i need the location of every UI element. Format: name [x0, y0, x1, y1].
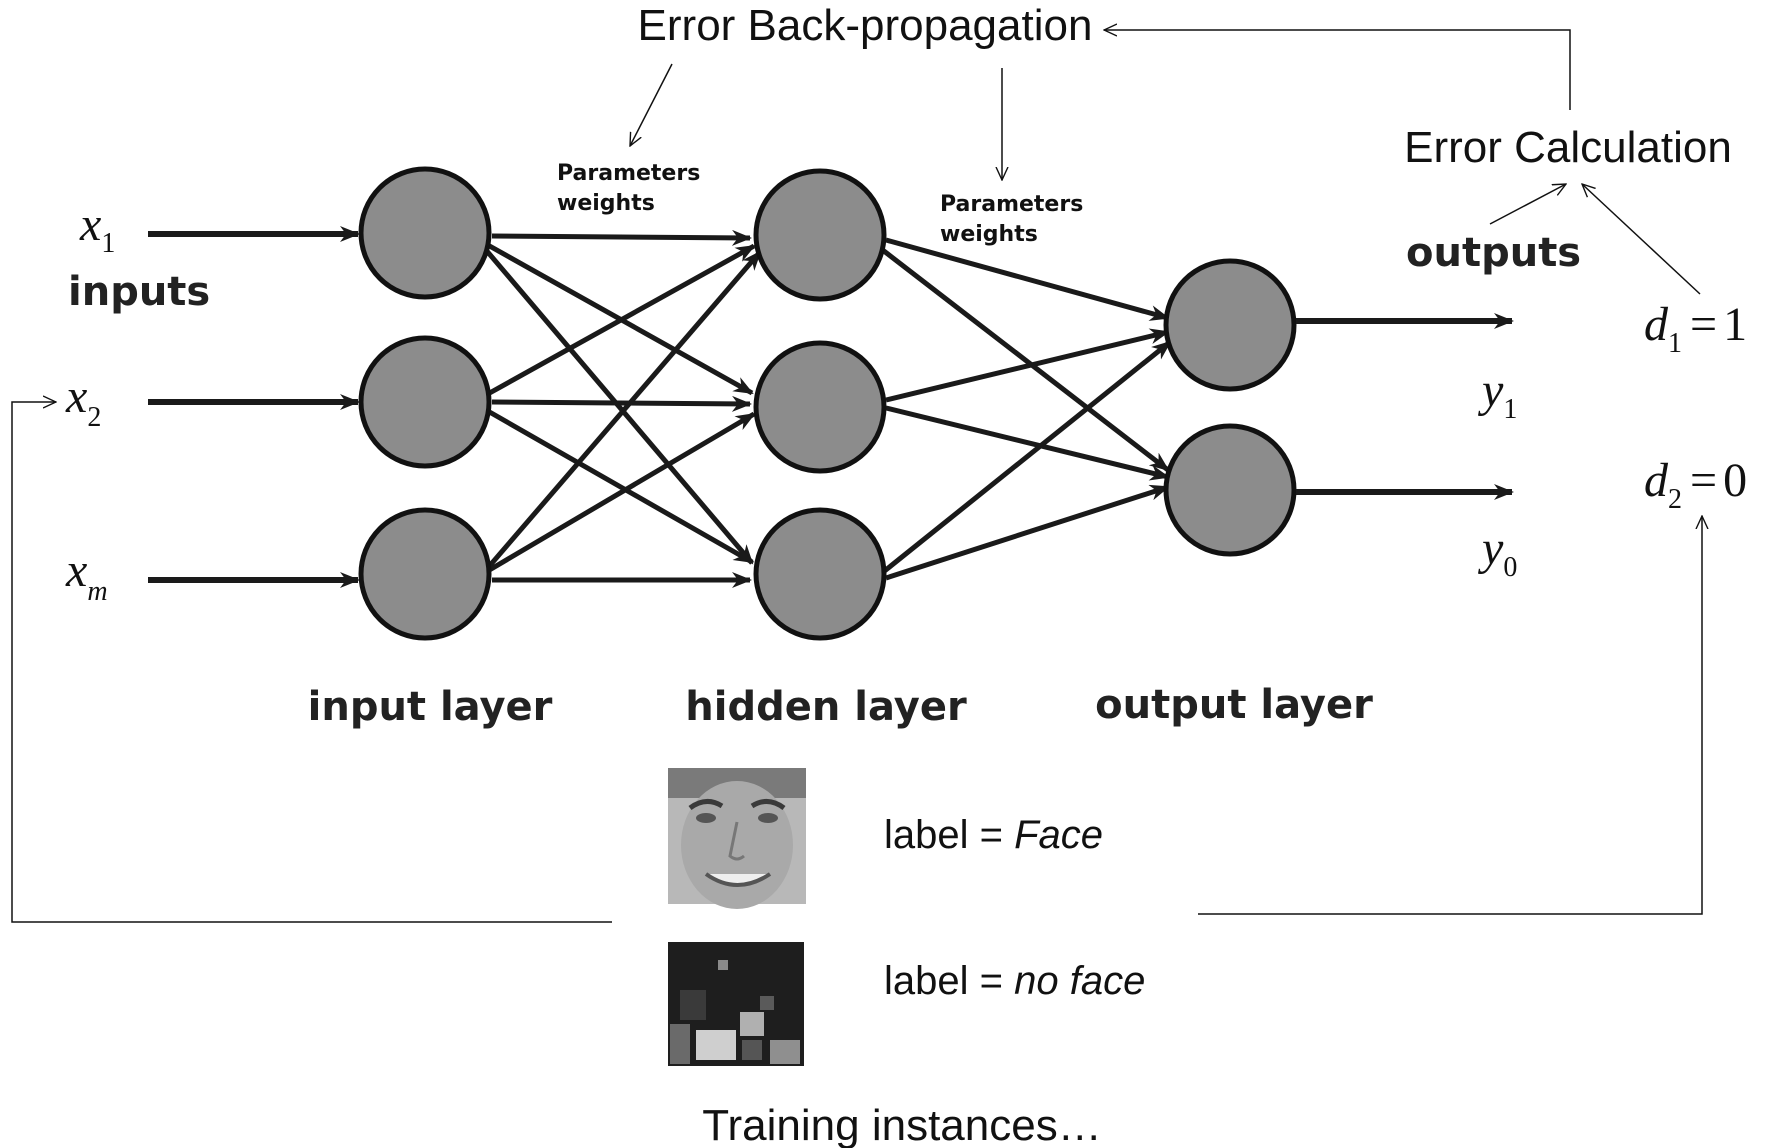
connection-i2-h2: [491, 395, 752, 412]
nodes: [358, 166, 1297, 641]
training-to-input-arrow: [11, 402, 612, 923]
parameters-label-1-line1: Parameters: [557, 161, 700, 186]
output-y0-sub: 0: [1503, 552, 1517, 583]
error-calculation-label: Error Calculation: [1404, 123, 1732, 172]
connection-h2-o2: [885, 405, 1170, 481]
no-face-image: [668, 942, 804, 1066]
training-label-noface-prefix: label =: [884, 959, 1014, 1003]
parameters-label-2-line1: Parameters: [940, 192, 1083, 217]
input-layer-label: input layer: [308, 684, 553, 730]
desired-d1-eq: =: [1690, 298, 1717, 351]
input-x2-base: x: [65, 370, 87, 423]
connection-i1-h1: [491, 229, 752, 246]
input-xm-base: x: [65, 544, 87, 597]
output-y1-sub: 1: [1503, 394, 1517, 425]
output-y1: y1: [1477, 364, 1517, 425]
input-x2-sub: 2: [87, 402, 101, 433]
input-x1-sub: 1: [101, 228, 115, 259]
output-node-1: [1163, 258, 1297, 392]
desired-to-error-arrow: [1582, 184, 1701, 295]
face-image: [668, 768, 806, 909]
connection-i3-h1: [484, 250, 762, 572]
parameters-label-2: Parameters weights: [940, 192, 1091, 247]
connection-h1-o1: [885, 237, 1170, 321]
parameters-label-1-line2: weights: [557, 191, 655, 216]
output-layer-label: output layer: [1095, 682, 1373, 728]
parameters-label-1: Parameters weights: [557, 161, 708, 216]
training-to-desired-arrow: [1198, 516, 1702, 915]
training-label-face: label = Face: [884, 813, 1103, 857]
desired-d2-val: 0: [1723, 454, 1747, 507]
input-node-2: [358, 335, 492, 469]
connection-i2-h3: [484, 407, 754, 565]
desired-d1-base: d: [1644, 298, 1669, 351]
output-y1-base: y: [1477, 364, 1504, 417]
desired-d1-sub: 1: [1668, 328, 1682, 359]
input-x2: x2: [65, 370, 101, 433]
desired-d2-sub: 2: [1668, 484, 1682, 515]
connection-i1-h3: [484, 248, 754, 565]
desired-d1: d1=1: [1644, 298, 1747, 359]
output-y0: y0: [1477, 522, 1517, 583]
input-xm-sub: m: [87, 576, 107, 607]
training-caption: Training instances…: [702, 1101, 1101, 1148]
feedback-arrow: [1104, 30, 1571, 110]
connections: [484, 229, 1172, 588]
output-node-2: [1163, 423, 1297, 557]
hidden-node-3: [753, 507, 887, 641]
training-label-face-value: Face: [1014, 813, 1103, 857]
hidden-node-2: [753, 340, 887, 474]
connection-i3-h2: [484, 411, 756, 575]
parameters-label-2-line2: weights: [940, 222, 1038, 247]
training-label-face-prefix: label =: [884, 813, 1014, 857]
connection-h1-o2: [878, 246, 1170, 472]
training-label-noface: label = no face: [884, 959, 1145, 1003]
hidden-node-1: [753, 168, 887, 302]
outputs-to-error-arrow: [1489, 184, 1566, 225]
connection-h3-o1: [880, 340, 1172, 575]
desired-d2: d2 =0: [1644, 454, 1747, 515]
connection-h2-o1: [885, 328, 1170, 403]
training-label-noface-value: no face: [1014, 959, 1145, 1003]
backprop-arrow-1: [630, 63, 673, 146]
desired-d2-base: d: [1644, 454, 1669, 507]
diagram-title: Error Back-propagation: [638, 1, 1093, 50]
desired-d1-val: 1: [1723, 298, 1747, 351]
connection-h3-o2: [885, 484, 1170, 581]
input-xm: xm: [65, 544, 108, 607]
input-x1: x1: [79, 198, 115, 259]
desired-d2-eq: =: [1690, 454, 1717, 507]
inputs-label: inputs: [68, 269, 210, 315]
connection-i2-h1: [484, 243, 756, 398]
output-y0-base: y: [1477, 522, 1504, 575]
outputs-label: outputs: [1406, 230, 1581, 276]
input-node-3: [358, 507, 492, 641]
input-x1-base: x: [79, 198, 101, 251]
hidden-layer-label: hidden layer: [685, 684, 967, 730]
input-node-1: [358, 166, 492, 300]
